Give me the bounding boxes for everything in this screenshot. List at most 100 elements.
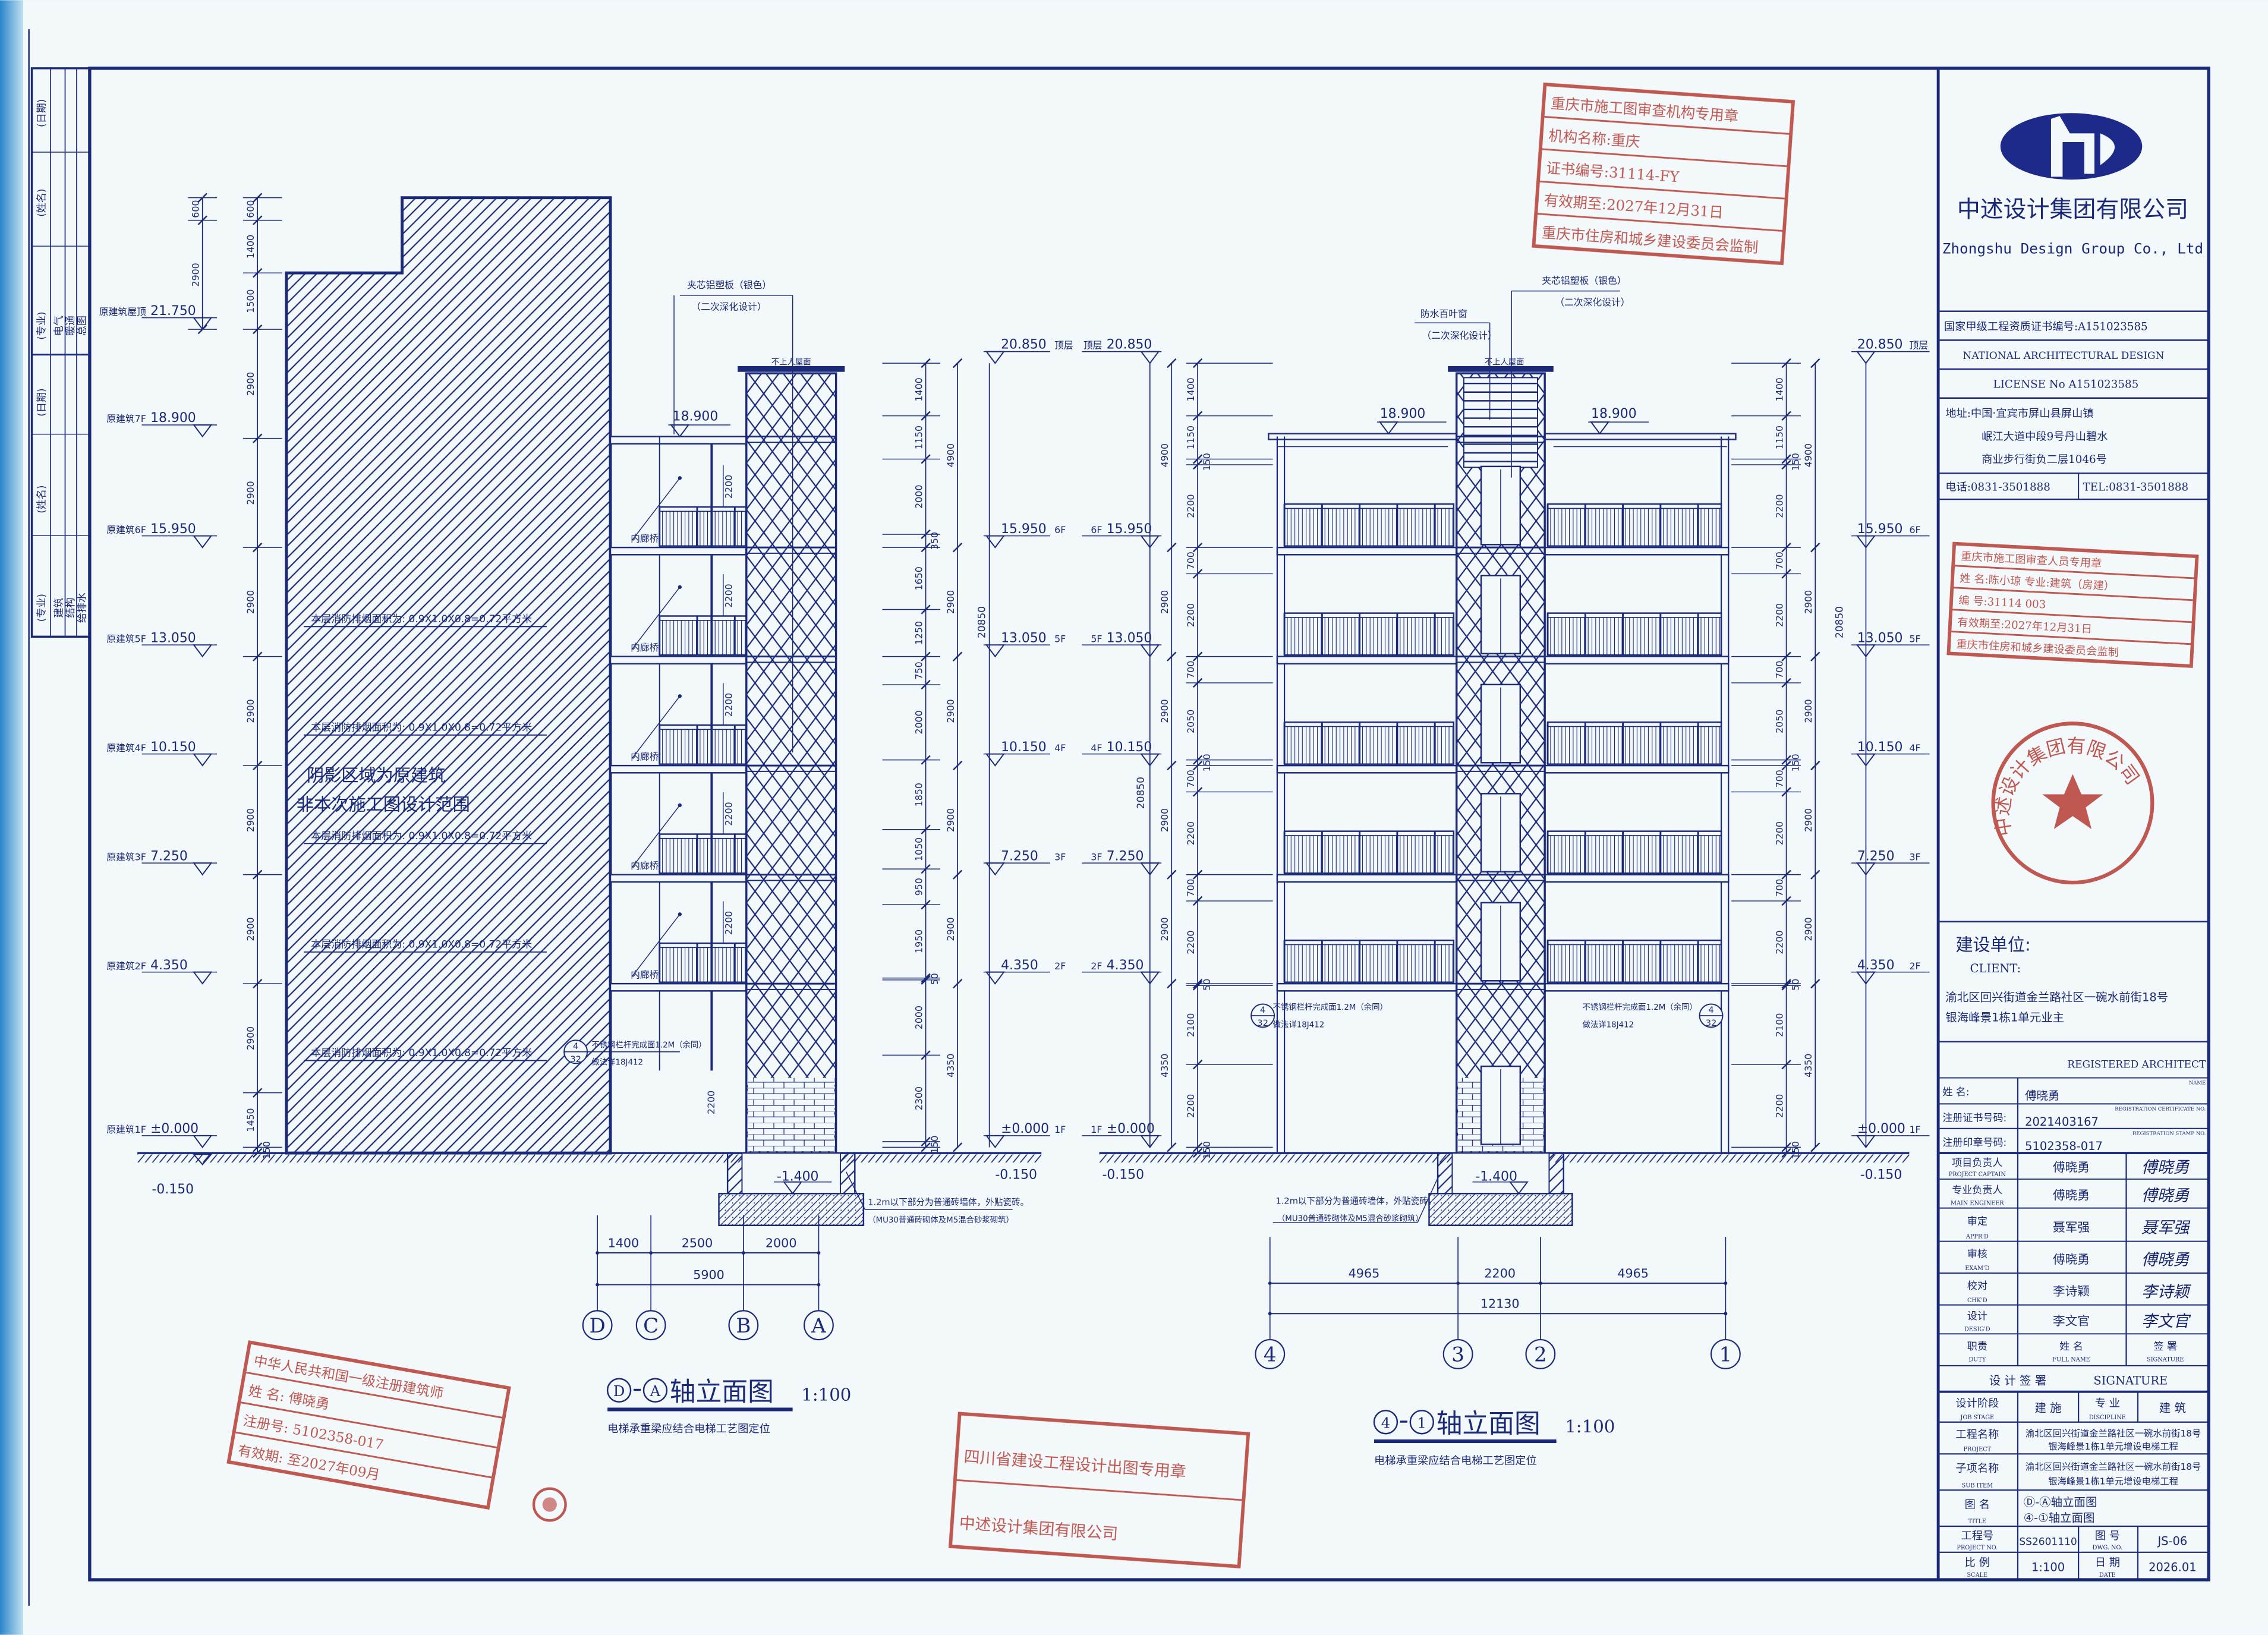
dim-label: 700 <box>1185 552 1196 569</box>
staff-name: 李文官 <box>2053 1314 2090 1328</box>
reviewer-stamp-frame <box>1946 541 2199 668</box>
dim-label: 700 <box>1185 661 1196 679</box>
pit-level: -1.400 <box>777 1169 819 1184</box>
level-value: 15.950 <box>1107 522 1152 537</box>
subitem-label-en: SUB ITEM <box>1962 1482 1993 1489</box>
client-label: 建设单位: <box>1955 934 2031 954</box>
staff-signature: 傅晓勇 <box>2141 1251 2190 1269</box>
shaft-roof-cap <box>738 366 845 372</box>
reg-label: 姓 名: <box>1942 1086 1969 1098</box>
axis-bubble <box>1710 1338 1741 1369</box>
strip-header: (专业) <box>36 594 48 622</box>
reviewer-stamp-row-line <box>1952 587 2195 601</box>
discipline-label: 专 业 <box>2095 1397 2120 1410</box>
reviewer-stamp-row-line <box>1951 609 2194 623</box>
company-address: 商业步行街负二层1046号 <box>1982 453 2107 466</box>
level-suffix: 2F <box>1091 960 1102 972</box>
drawing-title: 轴立面图 <box>670 1376 774 1407</box>
ground-level: -0.150 <box>152 1182 194 1197</box>
floor-slab <box>1544 546 1730 556</box>
title-underline <box>607 1407 793 1412</box>
smoke-vent-note: 本层消防排烟面积为: 0.9X1.0X0.8=0.72平方米 <box>311 722 532 733</box>
level-prefix: 原建筑7F <box>106 413 146 424</box>
corridor-label: 内廊桥 <box>631 860 659 871</box>
review-agency-stamp-row-line <box>1540 148 1789 168</box>
title-dash <box>633 1388 641 1391</box>
dim-label: 50 <box>1790 979 1801 991</box>
dim-label: 700 <box>1774 552 1785 569</box>
pit-level: -1.400 <box>1475 1169 1517 1184</box>
panel-note-2: （二次深化设计） <box>1555 297 1630 308</box>
staff-role: 审核 <box>1967 1248 1987 1260</box>
dim-label: 1950 <box>913 930 924 953</box>
axis-bubble <box>804 1310 834 1341</box>
corridor-slab <box>609 656 747 665</box>
staff-role: 审定 <box>1967 1216 1987 1228</box>
shaded-area-note: 非本次施工图设计范围 <box>297 794 470 814</box>
leader-line <box>631 477 681 541</box>
leader-dot <box>678 694 682 698</box>
dim-label: 50 <box>929 973 940 985</box>
smoke-vent-note: 本层消防排烟面积为: 0.9X1.0X0.8=0.72平方米 <box>311 1047 532 1059</box>
dim-label: 2900 <box>945 808 956 832</box>
leader-dot <box>678 476 682 480</box>
strip-discipline: 暖通 <box>65 316 77 336</box>
axis-bubble <box>1442 1338 1473 1369</box>
shaft-brick-base <box>748 1078 835 1152</box>
railing-note: 不锈钢栏杆完成面1.2M（余同） <box>1582 1002 1697 1012</box>
railing-note-ref: 做法详18J412 <box>1273 1020 1325 1029</box>
railing-note-ref: 做法详18J412 <box>1582 1020 1634 1029</box>
dim-node <box>649 1251 653 1255</box>
drawing-border <box>88 67 2210 1582</box>
dim-label: 150 <box>1790 1141 1801 1159</box>
corridor-slab <box>609 982 747 992</box>
leader-line <box>631 587 681 650</box>
floor-slab <box>1544 764 1730 774</box>
dim-label: 600 <box>190 200 201 218</box>
shaft-roof-cap <box>1448 366 1554 372</box>
leader-dot <box>678 912 682 916</box>
review-agency-stamp-row-line <box>1536 213 1784 232</box>
architect-seal-stamp-row-line <box>244 1371 504 1419</box>
scale-label: 比 例 <box>1965 1557 1990 1569</box>
ground-hatch <box>137 1154 1042 1163</box>
reg-label: 注册证书号码: <box>1942 1113 2006 1124</box>
dwg-no: JS-06 <box>2157 1535 2187 1548</box>
total-height-dim: 20850 <box>1135 777 1147 809</box>
project-name: 银海峰景1栋1单元增设电梯工程 <box>2048 1441 2178 1452</box>
company-name-en: Zhongshu Design Group Co., Ltd <box>1942 240 2203 257</box>
corridor-height-dim: 2200 <box>723 911 734 935</box>
seal-ring <box>1991 722 2154 885</box>
corridor-level: 18.900 <box>1380 407 1426 421</box>
dim-label: 1150 <box>913 426 924 449</box>
dim-label: 4900 <box>945 443 956 467</box>
registered-architect: REGISTERED ARCHITECT <box>2067 1059 2206 1071</box>
dim-label: 2900 <box>945 590 956 614</box>
seal-star-icon <box>2042 774 2103 829</box>
masonry-note: （MU30普通砖砌体及M5混合砂浆砌筑） <box>1277 1214 1423 1223</box>
elevation-d-a: 内廊桥2200内廊桥2200内廊桥2200内廊桥2200内廊桥22002200不… <box>99 193 1073 1435</box>
level-value: ±0.000 <box>1857 1121 1905 1136</box>
dim-node <box>741 1251 745 1255</box>
floor-slab <box>1276 874 1457 883</box>
level-value: 20.850 <box>1857 338 1903 352</box>
pit-footing <box>718 1193 865 1227</box>
staff-role-en: PROJECT CAPTAIN <box>1949 1171 2006 1178</box>
drawing-title: 轴立面图 <box>1437 1409 1541 1439</box>
axis-label: B <box>736 1314 751 1338</box>
dim-label: 2300 <box>913 1086 924 1110</box>
dim-label: 2900 <box>1159 590 1170 614</box>
level-suffix: 3F <box>1091 851 1102 862</box>
staff-role: 校对 <box>1967 1280 1987 1292</box>
floor-slab <box>1276 764 1457 774</box>
railing-note: 不锈钢栏杆完成面1.2M（余同） <box>591 1039 706 1050</box>
ground-level: -0.150 <box>1860 1168 1902 1183</box>
level-value: 15.950 <box>1001 522 1047 537</box>
drawing-name: ④-①轴立面图 <box>2024 1511 2095 1525</box>
dwg-no-label: 图 号 <box>2095 1530 2120 1542</box>
level-value: 13.050 <box>1001 631 1047 645</box>
dim-label: 700 <box>1185 770 1196 787</box>
strip-discipline: 电气 <box>53 316 65 336</box>
license-no: LICENSE No A151023585 <box>1993 379 2139 391</box>
total-height-dim: 20850 <box>1834 606 1845 638</box>
